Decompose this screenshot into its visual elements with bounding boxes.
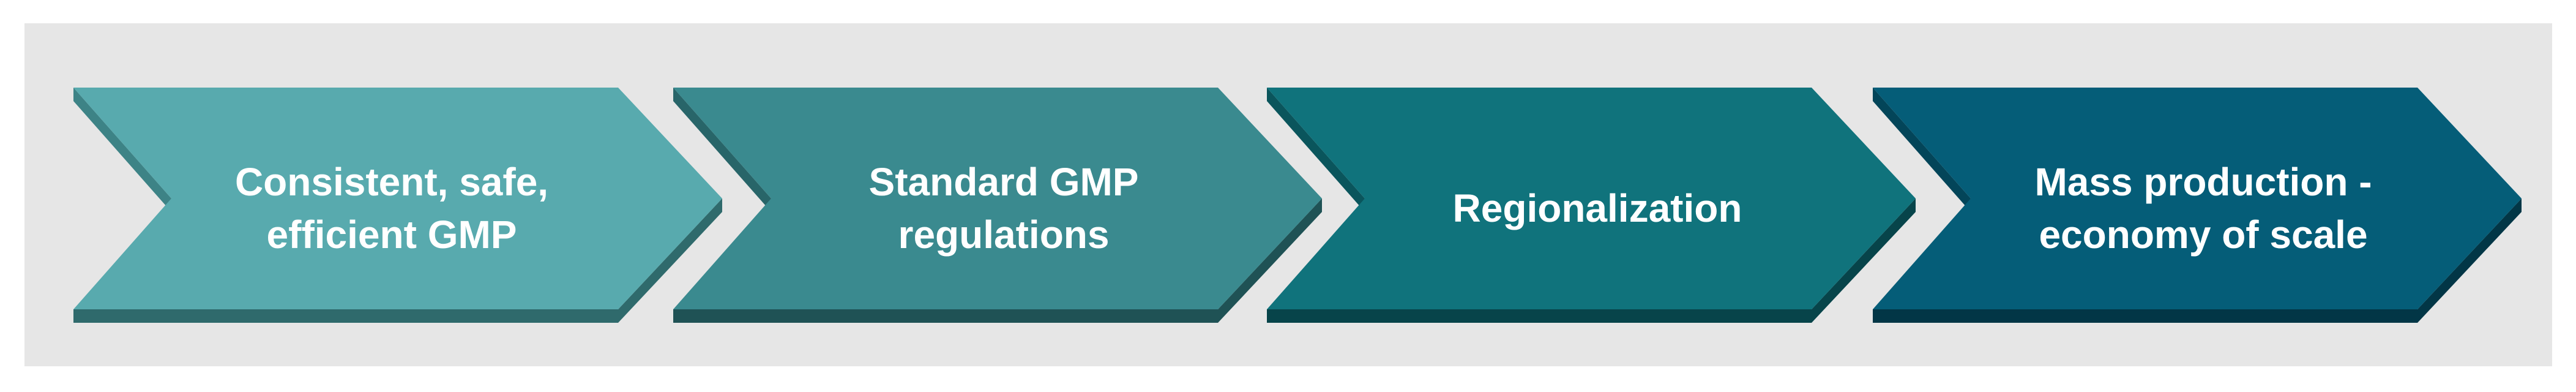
chevron-step-3-notch-shade bbox=[1267, 88, 1365, 212]
chevron-step-3-face bbox=[1267, 88, 1916, 309]
chevron-step-4-base bbox=[1873, 198, 2522, 323]
chevron-step-1-face bbox=[73, 88, 722, 309]
chevron-step-4 bbox=[1873, 88, 2522, 323]
chevron-step-1-notch-shade bbox=[73, 88, 171, 212]
chevron-step-2-base bbox=[673, 198, 1322, 323]
chevron-step-1-base bbox=[73, 198, 722, 323]
chevron-step-3-base bbox=[1267, 198, 1916, 323]
step-4-label: Mass production - economy of scale bbox=[2034, 160, 2372, 257]
chevron-step-4-face bbox=[1873, 88, 2522, 309]
chevron-step-4-notch-shade bbox=[1873, 88, 1971, 212]
step-3-label: Regionalization bbox=[1452, 186, 1742, 230]
chevron-step-2-face bbox=[673, 88, 1322, 309]
chevron-step-2 bbox=[673, 88, 1322, 323]
chevron-step-3 bbox=[1267, 88, 1916, 323]
chevron-step-1 bbox=[73, 88, 722, 323]
chevron-step-2-notch-shade bbox=[673, 88, 771, 212]
step-2-label: Standard GMP regulations bbox=[868, 160, 1139, 257]
step-1-label: Consistent, safe, efficient GMP bbox=[234, 160, 549, 257]
